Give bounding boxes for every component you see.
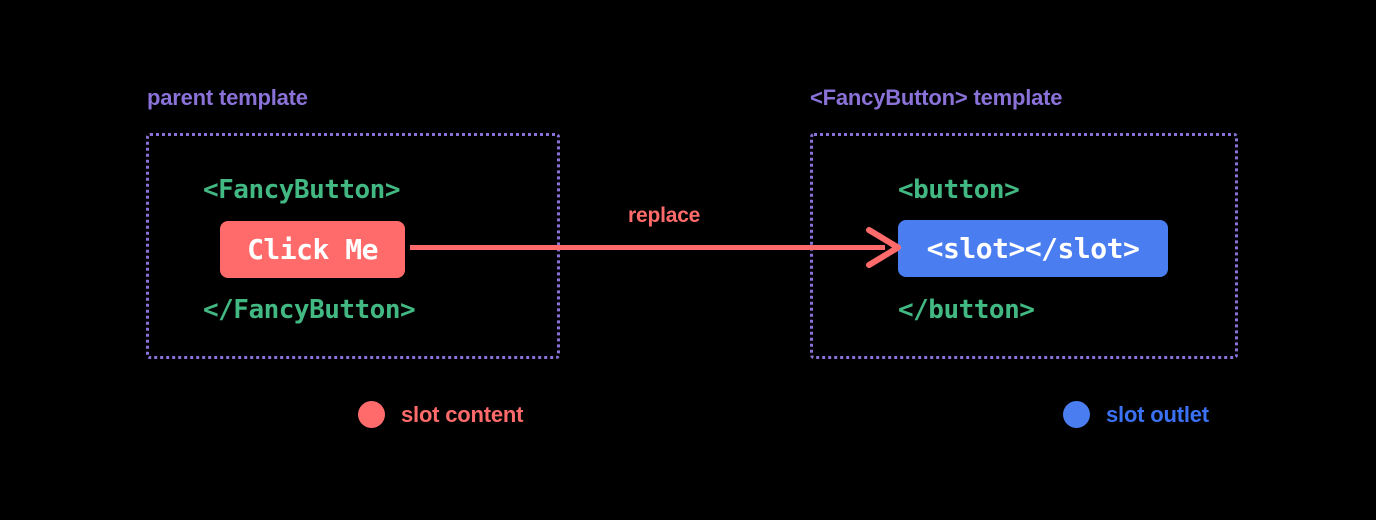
legend-item-slot-content: slot content (358, 401, 523, 428)
code-close-fancybutton: </FancyButton> (203, 295, 416, 325)
legend-label-slot-outlet: slot outlet (1106, 401, 1209, 427)
slot-outlet-chip[interactable]: <slot></slot> (898, 220, 1168, 277)
replace-arrow-label: replace (628, 204, 701, 227)
parent-template-title: parent template (147, 85, 308, 110)
code-open-button: <button> (898, 175, 1020, 205)
fancybutton-template-title: <FancyButton> template (810, 85, 1063, 110)
legend-dot-icon-slot-content (358, 401, 385, 428)
legend-label-slot-content: slot content (401, 401, 524, 427)
slot-content-chip[interactable]: Click Me (220, 221, 405, 278)
legend-dot-icon-slot-outlet (1063, 401, 1090, 428)
code-close-button: </button> (898, 295, 1035, 325)
legend-item-slot-outlet: slot outlet (1063, 401, 1209, 428)
code-open-fancybutton: <FancyButton> (203, 175, 401, 205)
